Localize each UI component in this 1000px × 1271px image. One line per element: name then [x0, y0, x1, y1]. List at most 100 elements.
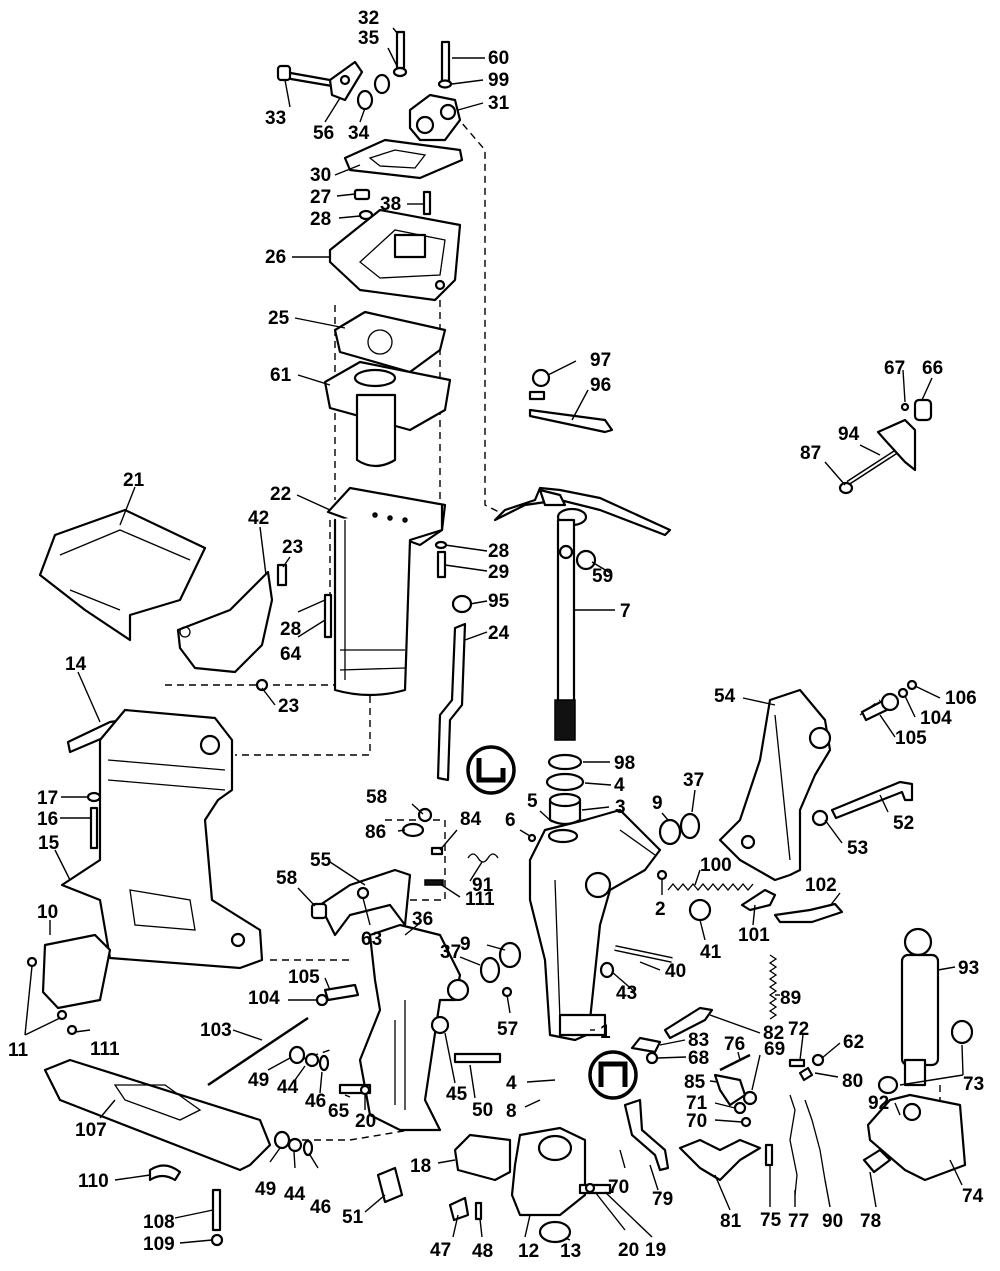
clamp-18: [453, 1133, 512, 1182]
callout-15: 15: [38, 833, 60, 854]
callout-46: 46: [305, 1091, 326, 1112]
callout-90: 90: [822, 1211, 843, 1232]
callout-3: 3: [615, 797, 626, 818]
callout-52: 52: [893, 813, 914, 834]
callout-67: 67: [884, 358, 905, 379]
callout-63: 63: [361, 929, 382, 950]
trim-cylinder-93: [900, 927, 974, 1087]
callout-78: 78: [860, 1211, 881, 1232]
callout-61: 61: [270, 365, 292, 386]
callout-80: 80: [842, 1071, 863, 1092]
callout-77: 77: [788, 1211, 809, 1232]
callout-106: 106: [945, 688, 977, 709]
callout-34: 34: [348, 123, 370, 144]
stern-bracket-36: [358, 923, 470, 1132]
callout-81: 81: [720, 1211, 742, 1232]
upper-bracket-assembly: [276, 30, 462, 142]
callout-96: 96: [590, 375, 611, 396]
callout-103: 103: [200, 1020, 232, 1041]
lubricant-symbol-b-icon: [588, 1050, 638, 1100]
callout-49: 49: [248, 1070, 269, 1091]
callout-83: 83: [688, 1030, 709, 1051]
callout-102: 102: [805, 875, 837, 896]
callout-105: 105: [895, 728, 927, 749]
callout-14: 14: [65, 654, 87, 675]
callout-31: 31: [488, 93, 510, 114]
callout-94: 94: [838, 424, 860, 445]
callout-29: 29: [488, 562, 509, 583]
callout-101: 101: [738, 925, 770, 946]
callout-84: 84: [460, 809, 482, 830]
callout-28b: 28: [488, 541, 509, 562]
callout-85: 85: [684, 1072, 706, 1093]
callout-27: 27: [310, 187, 331, 208]
driveshaft-housing-15: [60, 708, 264, 970]
callout-47: 47: [430, 1240, 451, 1261]
callout-50: 50: [472, 1100, 493, 1121]
callout-10: 10: [37, 902, 58, 923]
callout-48: 48: [472, 1241, 493, 1262]
callout-37b: 37: [440, 942, 461, 963]
callout-4b: 4: [506, 1073, 517, 1094]
callout-11: 11: [8, 1040, 29, 1061]
steering-arm-7: [493, 486, 672, 741]
callout-20: 20: [355, 1111, 376, 1132]
callout-24: 24: [488, 623, 510, 644]
callout-8: 8: [506, 1101, 517, 1122]
callout-25: 25: [268, 308, 290, 329]
callout-18: 18: [410, 1156, 431, 1177]
callout-95: 95: [488, 591, 510, 612]
callout-69: 69: [764, 1039, 785, 1060]
callout-58: 58: [366, 787, 387, 808]
callout-56: 56: [313, 123, 334, 144]
callout-111: 111: [465, 889, 495, 910]
adapter-plate-26: [328, 208, 462, 302]
callout-73: 73: [963, 1074, 984, 1095]
callout-105b: 105: [288, 967, 320, 988]
callout-99: 99: [488, 70, 509, 91]
callout-28: 28: [310, 209, 331, 230]
callout-70b: 70: [608, 1177, 629, 1198]
callout-93: 93: [958, 958, 979, 979]
callout-109: 109: [143, 1234, 175, 1255]
callout-92: 92: [868, 1093, 889, 1114]
callout-62: 62: [843, 1032, 864, 1053]
callout-111b: 111: [90, 1039, 120, 1060]
clamp-bracket-12: [510, 1126, 587, 1217]
callout-21: 21: [123, 470, 145, 491]
callout-49b: 49: [255, 1179, 276, 1200]
callout-59: 59: [592, 566, 613, 587]
callout-26: 26: [265, 247, 286, 268]
callout-22: 22: [270, 484, 291, 505]
callout-89: 89: [780, 988, 801, 1009]
callout-97: 97: [590, 350, 611, 371]
callout-107: 107: [75, 1120, 107, 1141]
callout-44: 44: [277, 1077, 299, 1098]
callout-6: 6: [505, 810, 516, 831]
callout-91: 91: [472, 875, 494, 896]
callout-23b: 23: [278, 696, 299, 717]
callout-70: 70: [686, 1111, 707, 1132]
callout-57: 57: [497, 1019, 518, 1040]
gasket-30: [343, 138, 464, 180]
side-cover-42: [176, 570, 274, 674]
callout-100: 100: [700, 855, 732, 876]
callout-20b: 20: [618, 1240, 639, 1261]
callout-82: 82: [763, 1023, 784, 1044]
callout-2: 2: [655, 899, 666, 920]
callout-41: 41: [700, 942, 722, 963]
callout-76: 76: [724, 1034, 745, 1055]
exhaust-housing-61: [323, 360, 452, 468]
callout-37: 37: [683, 770, 704, 791]
callout-51: 51: [342, 1207, 364, 1228]
callout-19: 19: [645, 1240, 666, 1261]
callout-44b: 44: [284, 1184, 306, 1205]
lubricant-symbol-a-icon: [466, 745, 516, 795]
callout-23: 23: [282, 537, 303, 558]
stern-bracket-54: [718, 688, 832, 882]
callout-17: 17: [37, 788, 58, 809]
callout-32: 32: [358, 8, 379, 29]
callout-55: 55: [310, 850, 332, 871]
